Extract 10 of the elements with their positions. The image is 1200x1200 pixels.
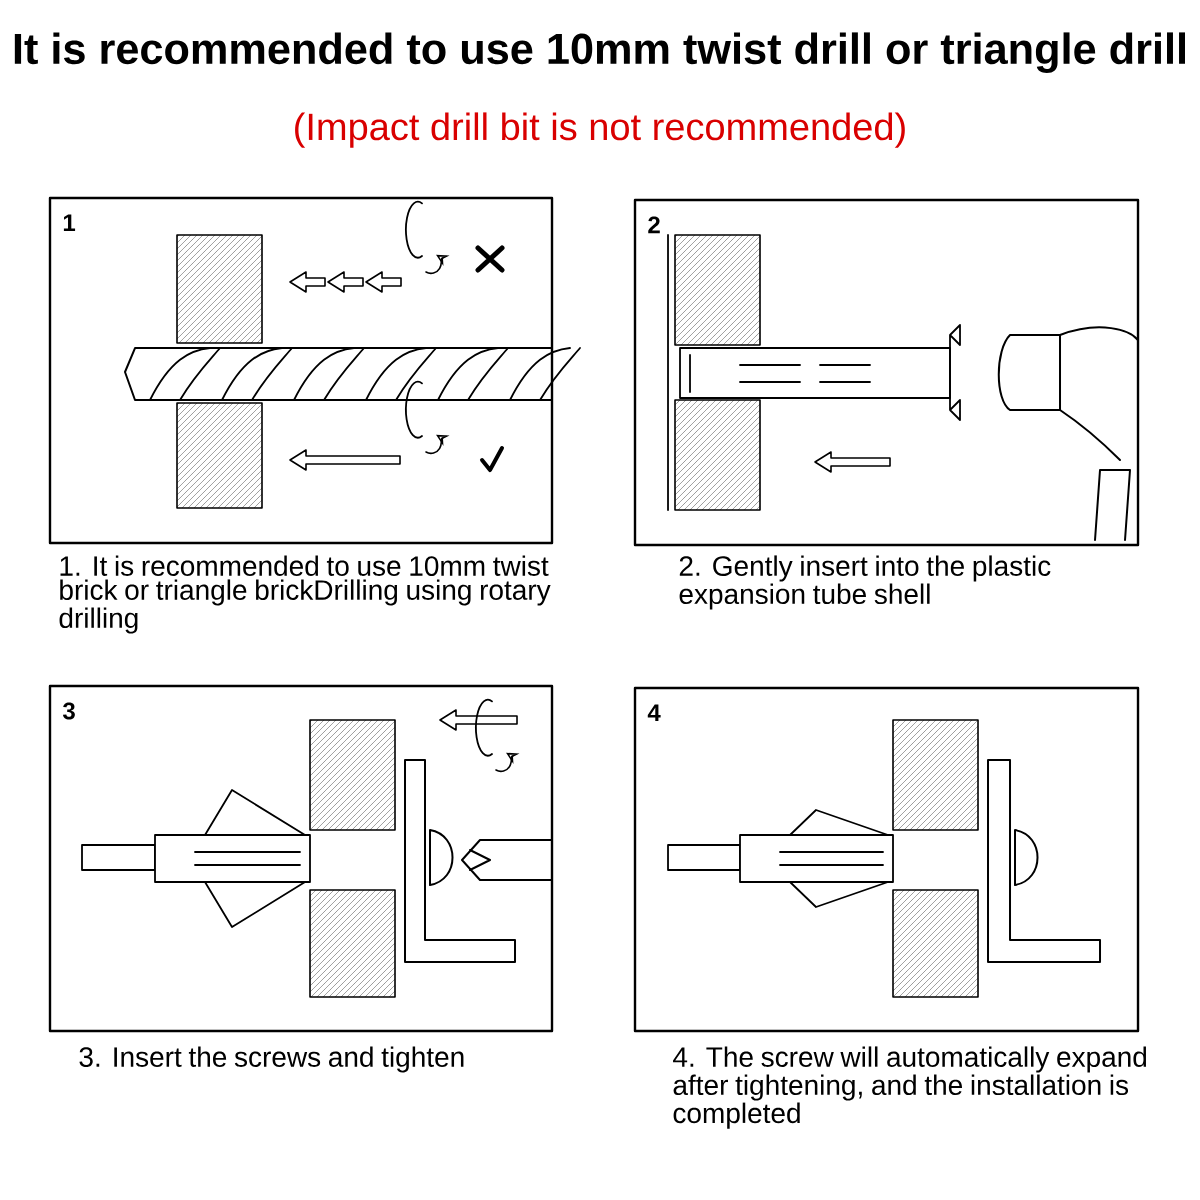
- panel-box: 2: [633, 198, 1140, 547]
- step-caption: 3. Insert the screws and tighten: [79, 1046, 464, 1073]
- step-caption: 2. Gently insert into the plastic expansion tube shell: [679, 555, 1051, 610]
- panel-box: 1: [48, 196, 554, 545]
- title: It is recommended to use 10mm twist drill or triangle drill: [14, 32, 1185, 73]
- subtitle: (Impact drill bit is not recommended): [295, 112, 905, 148]
- step-caption: 4. The screw will automatically expand after tightening, and the installation is completed: [673, 1046, 1147, 1129]
- panel-box: 4: [633, 686, 1140, 1033]
- step-caption: 1. It is recommended to use 10mm twist brick or triangle brickDrilling using rotary drilling: [59, 555, 551, 634]
- panel-box: 3: [48, 684, 554, 1033]
